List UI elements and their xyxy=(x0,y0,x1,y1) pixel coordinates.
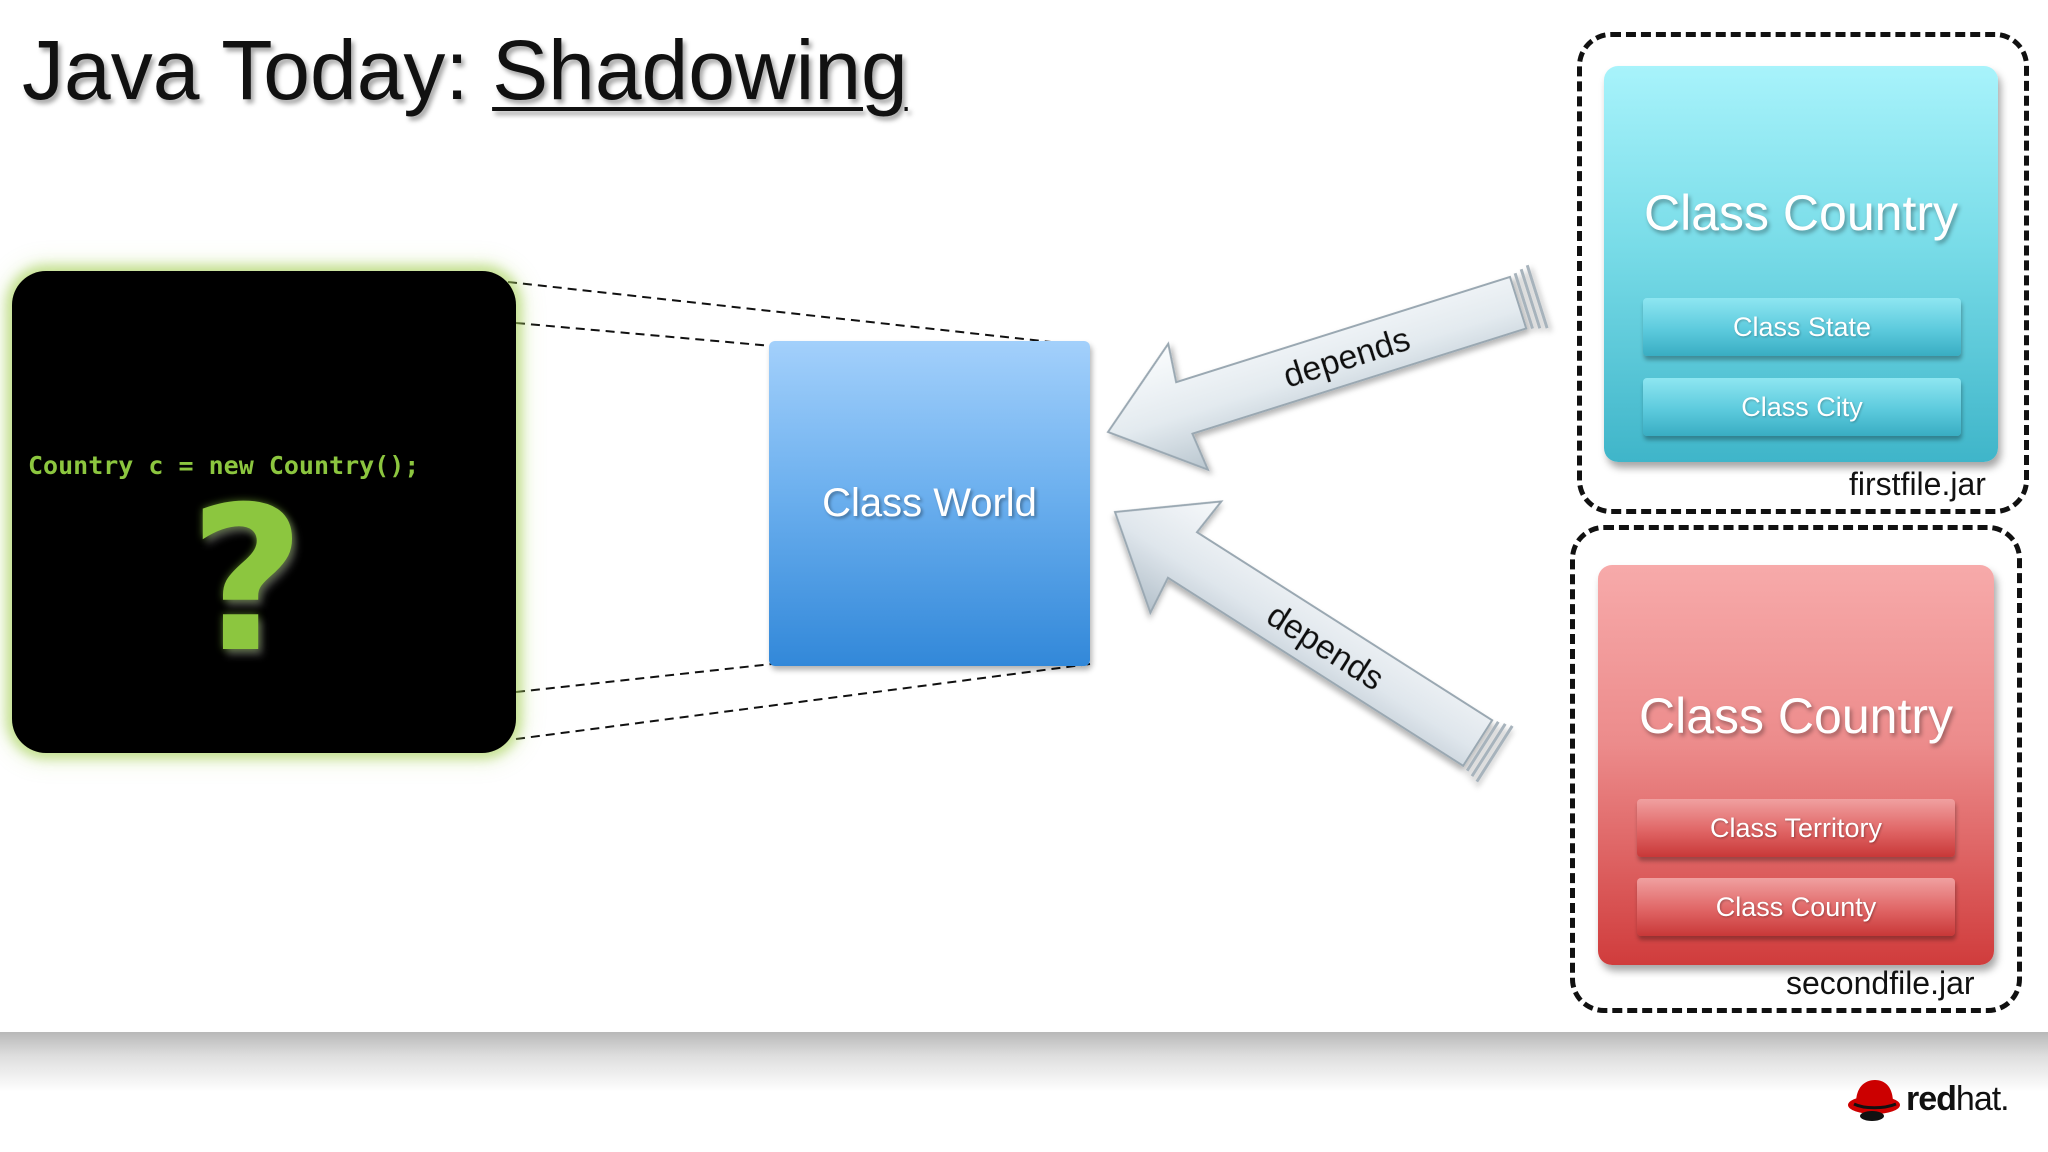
class-country-title-first: Class Country xyxy=(1644,185,1958,241)
redhat-wordmark: redhat. xyxy=(1906,1079,2010,1119)
question-mark-icon: ? xyxy=(188,464,305,697)
class-world-label: Class World xyxy=(822,481,1037,525)
class-county-box: Class County xyxy=(1637,878,1955,936)
depends-arrow-top: depends xyxy=(1106,264,1549,472)
depends-arrow-bottom: depends xyxy=(1113,500,1514,783)
depends-label-top: depends xyxy=(1279,320,1415,395)
code-snippet: Country c = new Country(); xyxy=(28,451,420,480)
slide-title-prefix: Java Today: xyxy=(22,23,493,117)
depends-label-bottom: depends xyxy=(1260,596,1390,698)
code-panel: Country c = new Country(); ? xyxy=(12,271,516,753)
jar-container-second xyxy=(1570,525,2022,1013)
footer-band xyxy=(0,1032,2048,1092)
redhat-wordmark-bold: red xyxy=(1906,1079,1957,1118)
redhat-wordmark-light: hat. xyxy=(1955,1079,2010,1118)
class-city-box: Class City xyxy=(1643,378,1961,436)
connector-line-top-outer xyxy=(507,281,1061,344)
connector-line-top-inner xyxy=(515,322,773,347)
class-country-title-second: Class Country xyxy=(1639,688,1953,744)
jar-container-first xyxy=(1577,32,2029,514)
slide-title-emphasis: Shadowing xyxy=(492,23,908,117)
redhat-logo: redhat. xyxy=(1846,1074,2010,1124)
class-world-box: Class World xyxy=(769,341,1090,666)
connector-line-bottom-outer xyxy=(515,663,1091,740)
class-territory-box: Class Territory xyxy=(1637,799,1955,857)
jar-label-first: firstfile.jar xyxy=(1849,466,1986,502)
slide-title: Java Today: Shadowing xyxy=(22,22,908,119)
connector-line-bottom-inner xyxy=(515,663,773,693)
jar-label-second: secondfile.jar xyxy=(1786,965,1975,1001)
class-state-box: Class State xyxy=(1643,298,1961,356)
redhat-shadowman-icon xyxy=(1848,1080,1900,1121)
